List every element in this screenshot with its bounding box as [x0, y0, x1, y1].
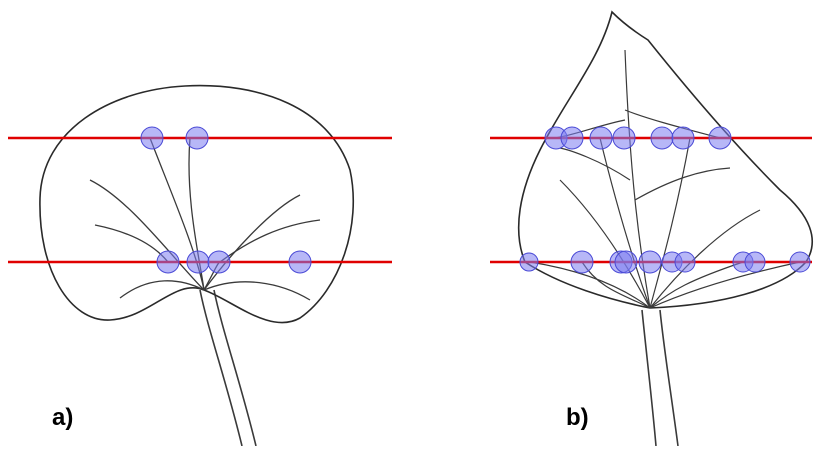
intersection-marker — [289, 251, 311, 273]
panel-b — [490, 12, 812, 446]
intersection-marker — [186, 127, 208, 149]
intersection-marker — [709, 127, 731, 149]
intersection-marker — [745, 252, 765, 272]
intersection-marker — [520, 253, 538, 271]
intersection-marker — [613, 127, 635, 149]
intersection-marker — [672, 127, 694, 149]
intersection-marker — [561, 127, 583, 149]
intersection-marker — [615, 251, 637, 273]
panel-label-b: b) — [566, 404, 589, 432]
intersection-marker — [639, 251, 661, 273]
intersection-marker — [141, 127, 163, 149]
intersection-marker — [651, 127, 673, 149]
intersection-marker — [187, 251, 209, 273]
intersection-marker — [157, 251, 179, 273]
petiole-a — [200, 290, 256, 446]
panel-a — [8, 86, 392, 446]
intersection-marker — [590, 127, 612, 149]
intersection-marker — [571, 251, 593, 273]
panel-label-a: a) — [52, 404, 73, 432]
intersection-marker — [208, 251, 230, 273]
intersection-marker — [790, 252, 810, 272]
intersection-marker — [675, 252, 695, 272]
petiole-b — [642, 310, 678, 446]
veins-a — [90, 138, 320, 300]
